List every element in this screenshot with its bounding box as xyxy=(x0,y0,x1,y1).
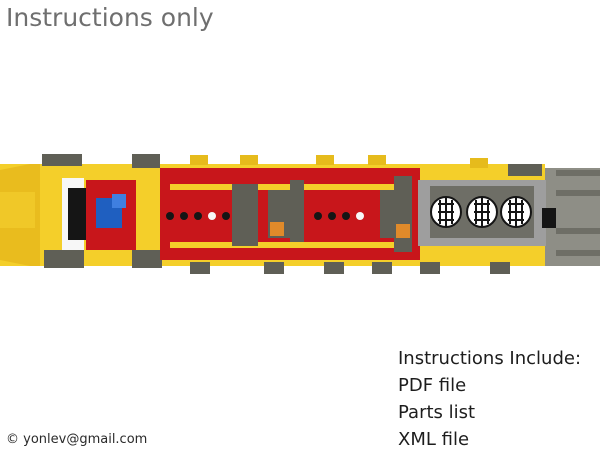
includes-heading: Instructions Include: xyxy=(398,348,582,369)
include-item-xml: XML file xyxy=(398,429,470,450)
instructions-include-list: Instructions Include: PDF file Parts lis… xyxy=(398,345,581,453)
include-item-parts-list: Parts list xyxy=(398,402,476,423)
locomotive-model-image xyxy=(0,154,600,274)
page-title: Instructions only xyxy=(6,3,214,32)
copyright-text: © yonlev@gmail.com xyxy=(6,432,148,447)
include-item-pdf: PDF file xyxy=(398,375,467,396)
